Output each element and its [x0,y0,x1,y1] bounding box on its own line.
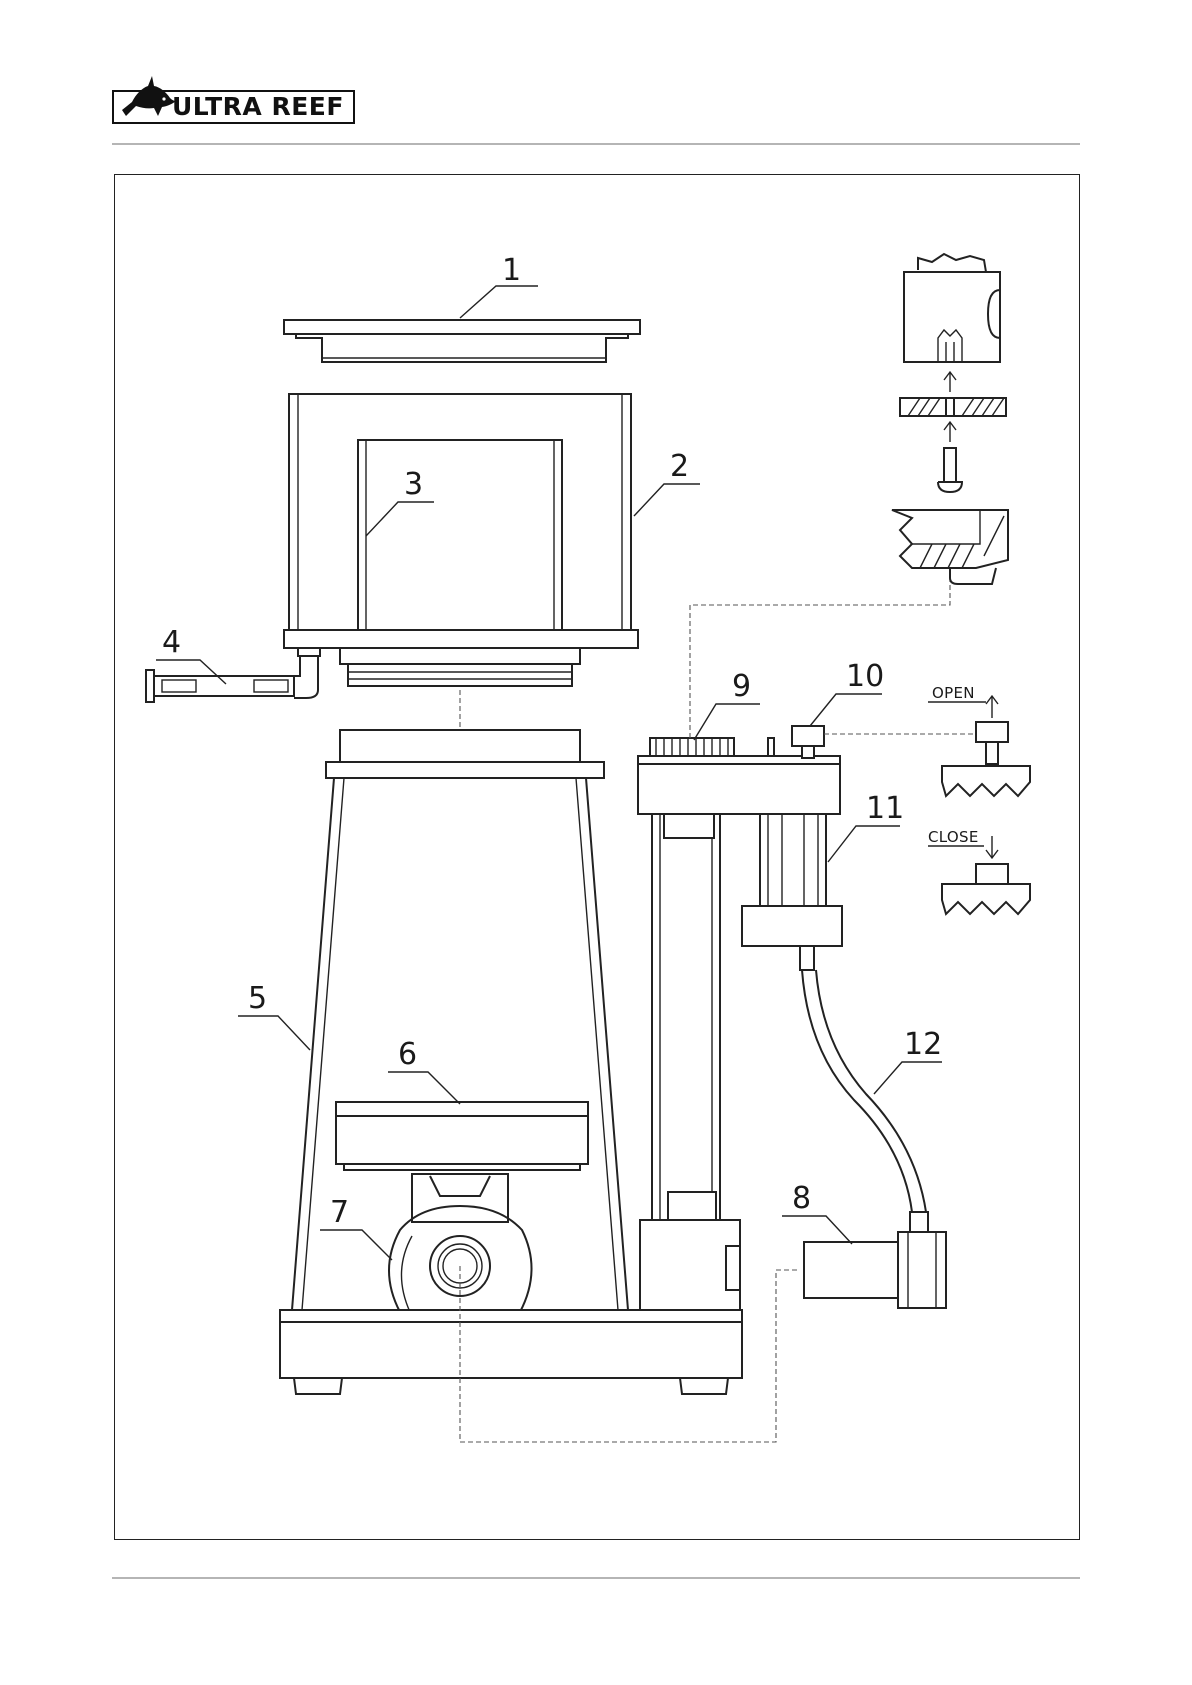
part-3-riser-tube [358,440,562,630]
part-10-air-valve [792,726,824,758]
part-6-diffuser-plate [336,1102,588,1170]
part-2-collection-cup [284,394,638,686]
label-9: 9 [732,669,751,704]
label-6: 6 [398,1037,417,1072]
label-10: 10 [846,659,884,694]
label-11: 11 [866,791,904,826]
label-4: 4 [162,625,181,660]
part-11-venturi [742,814,842,970]
part-8-intake [804,1232,946,1308]
label-5: 5 [248,981,267,1016]
label-12: 12 [904,1027,942,1062]
part-12-air-hose [802,970,928,1232]
head-block [638,726,840,814]
label-2: 2 [670,449,689,484]
part-1-lid [284,320,640,362]
label-1: 1 [502,253,521,288]
side-column [640,810,740,1310]
skimmer-base [280,1310,742,1394]
detail-valve-open [928,696,1030,796]
label-3: 3 [404,467,423,502]
label-close: CLOSE [928,828,979,846]
detail-screw-assembly [892,254,1008,584]
detail-valve-close [928,836,1030,914]
label-7: 7 [330,1195,349,1230]
part-9-adjustment-knob [650,738,734,756]
label-8: 8 [792,1181,811,1216]
label-open: OPEN [932,684,975,702]
